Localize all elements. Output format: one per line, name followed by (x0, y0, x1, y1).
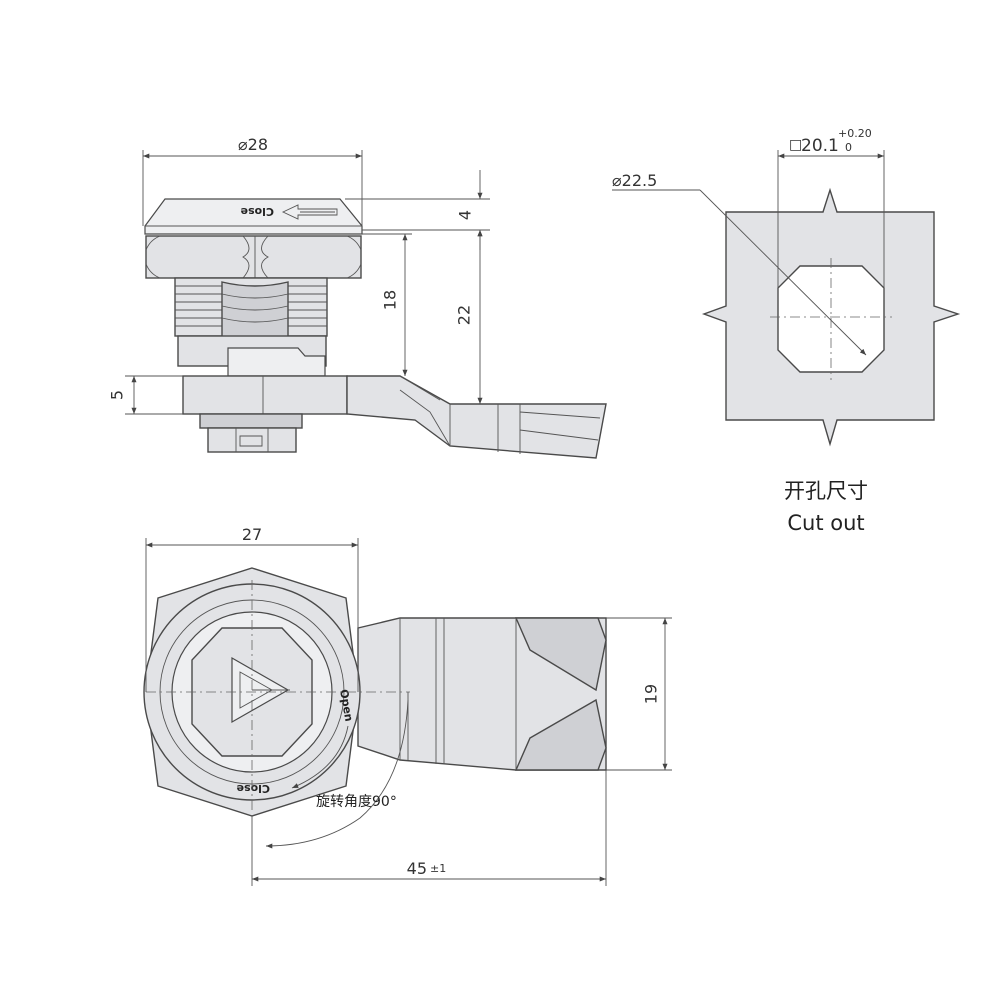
front-close-text: Close (237, 782, 270, 795)
cutout-title-en: Cut out (787, 511, 864, 535)
cutout-title-cn: 开孔尺寸 (784, 479, 868, 503)
front-width-dimension: 27 (145, 525, 359, 692)
front-length-value: 45 (407, 859, 427, 878)
cutout-square-value: 20.1 (801, 136, 839, 156)
total-height-dimension: 22 (455, 230, 483, 404)
mid-height-label: 18 (381, 290, 400, 310)
cutout-tol-upper: +0.20 (838, 127, 872, 140)
cutout-diameter-dimension: ⌀22.5 (612, 171, 867, 356)
side-diameter-dimension: ⌀28 (142, 135, 363, 226)
cam-screw (199, 413, 303, 453)
cam-thickness-label: 5 (108, 390, 127, 400)
front-width-label: 27 (242, 525, 262, 544)
rotation-note: 旋转角度90° (265, 692, 409, 849)
hex-nut (145, 235, 362, 279)
cap-close-text: Close (241, 205, 274, 218)
front-length-tolerance: ±1 (430, 862, 446, 875)
front-length-dimension: 45 ±1 (251, 770, 607, 886)
side-view: Close (108, 135, 607, 459)
mid-height-dimension: 18 (360, 233, 412, 376)
cap-height-dimension: 4 (345, 170, 490, 250)
cam-height-label: 19 (642, 684, 661, 704)
cutout-view: □ 20.1 +0.20 0 ⌀22.5 开孔尺寸 Cut out (612, 127, 961, 535)
cam-lever (182, 375, 607, 459)
rotation-note-text: 旋转角度90° (316, 794, 397, 810)
cam-thickness-dimension: 5 (108, 375, 183, 415)
cap-close-arrow-icon (281, 204, 338, 220)
cam-height-dimension: 19 (606, 617, 672, 771)
threaded-body (174, 277, 328, 341)
side-diameter-label: ⌀28 (238, 135, 268, 154)
front-view: Open Close 27 19 45 ±1 (143, 525, 672, 886)
cutout-square-dimension: □ 20.1 +0.20 0 (777, 127, 885, 300)
cap-height-label: 4 (456, 210, 475, 220)
cutout-square-prefix: □ (789, 137, 802, 153)
front-open-text: Open (337, 688, 355, 722)
front-cam-lever (357, 617, 607, 771)
rotation-arrow-icon (291, 725, 349, 789)
cutout-tol-lower: 0 (845, 141, 852, 154)
total-height-label: 22 (455, 305, 474, 325)
cutout-diameter-label: ⌀22.5 (612, 171, 657, 190)
